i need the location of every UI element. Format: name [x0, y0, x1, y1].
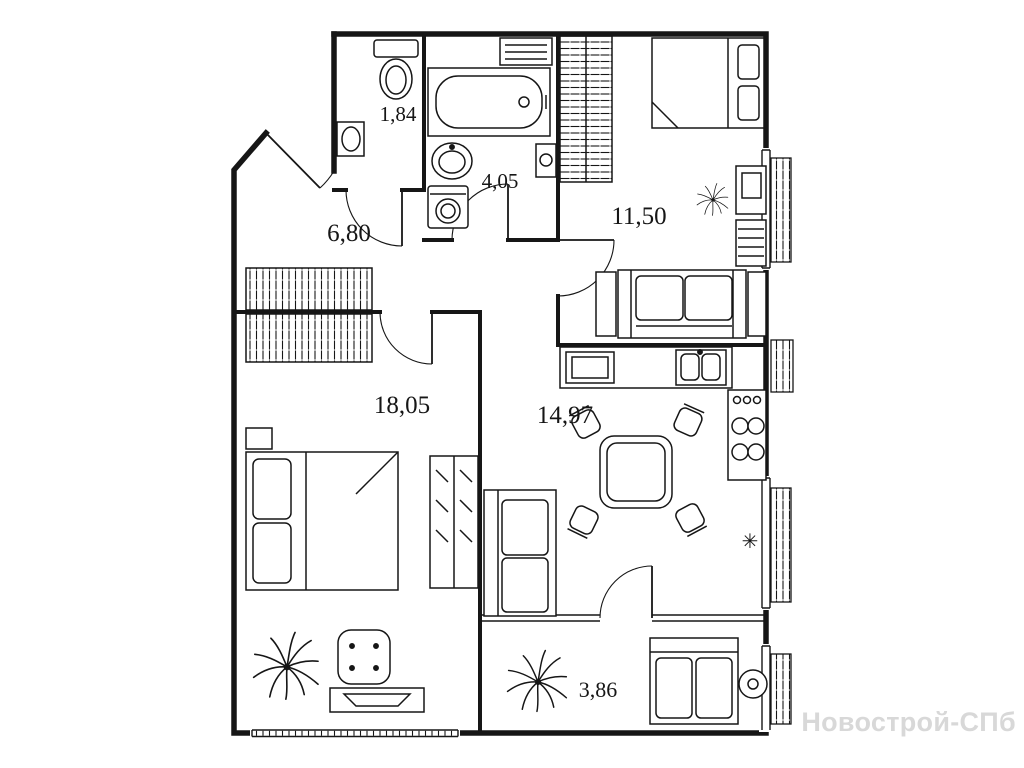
window-bedroom2 — [251, 729, 459, 738]
balcony-door — [599, 565, 653, 619]
bedroom-bed — [651, 37, 765, 129]
nightstand — [245, 427, 273, 450]
bedroom-sofa — [595, 269, 767, 339]
wardrobe — [429, 455, 479, 589]
balcony-table — [738, 669, 768, 699]
vent-box-icon — [770, 339, 794, 393]
bathtub-icon — [427, 67, 551, 137]
area-label-balcony: 3,86 — [579, 677, 618, 702]
hallway-closet — [245, 267, 373, 363]
watermark: Новострой-СПб — [801, 707, 1016, 737]
radiators — [770, 157, 794, 725]
bed — [245, 451, 399, 591]
radiator-icon — [770, 487, 792, 603]
toilet-icon — [373, 39, 419, 100]
radiator-icon — [770, 157, 792, 263]
area-label-bedroom: 11,50 — [611, 203, 666, 230]
plant-icon — [252, 631, 319, 701]
window-ticks — [252, 730, 458, 736]
kitchen-sink-icon — [675, 349, 727, 386]
fridge-snowflake-icon: ✳ — [742, 529, 759, 553]
water-heater-icon — [499, 37, 553, 66]
wc-sink-icon — [336, 121, 365, 157]
radiator-icon — [770, 653, 792, 725]
dining-table — [599, 435, 673, 509]
washing-machine-icon — [427, 185, 469, 229]
bathroom-sink-icon — [431, 142, 473, 180]
area-label-bedroom2: 18,05 — [374, 392, 430, 419]
walls — [231, 31, 769, 736]
entrance-door — [265, 132, 335, 189]
stove-icon — [727, 389, 767, 481]
window-kitchen — [761, 477, 771, 609]
plant-icon — [506, 649, 568, 713]
furniture-layer: ✳ — [245, 35, 768, 725]
balcony-sofa — [649, 637, 739, 725]
bookshelf — [735, 219, 767, 267]
dining-chairs — [567, 403, 708, 539]
bedroom2-door — [379, 311, 433, 365]
area-label-hallway: 6,80 — [327, 220, 371, 247]
bedroom-wardrobe — [559, 35, 613, 183]
wc-door — [345, 189, 403, 247]
plant-icon — [696, 183, 729, 216]
kitchen-sofa — [483, 489, 557, 617]
doors — [265, 132, 653, 619]
desk — [735, 165, 767, 215]
towel-rail-icon — [535, 143, 557, 178]
area-label-bathroom: 4,05 — [482, 169, 519, 193]
pouf — [337, 629, 391, 685]
area-label-kitchen-living: 14,97 — [537, 402, 593, 429]
tv-console — [329, 687, 425, 713]
room-labels: 1,84 4,05 6,80 11,50 18,05 14,97 3,86 — [327, 102, 667, 702]
area-label-wc: 1,84 — [380, 102, 417, 126]
